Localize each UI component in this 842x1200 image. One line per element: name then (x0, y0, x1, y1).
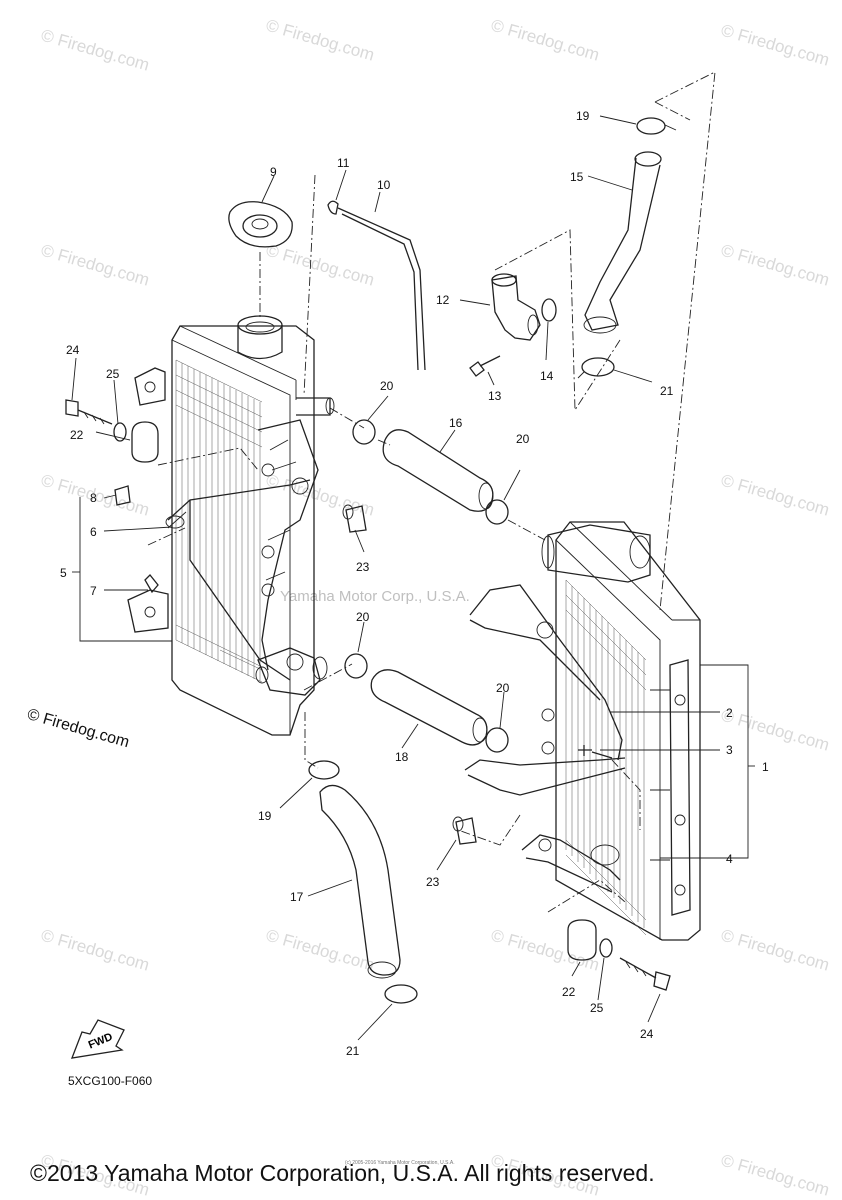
watermark: © Firedog.com (264, 926, 377, 975)
watermark: © Firedog.com (719, 1151, 832, 1200)
callout-15: 15 (570, 170, 584, 184)
callout-21-top: 21 (660, 384, 674, 398)
watermark: © Firedog.com (39, 26, 152, 75)
assembly-lines (147, 71, 716, 913)
callout-labels: 1 2 3 4 5 6 7 8 9 10 11 12 13 14 15 16 1… (60, 109, 769, 1058)
callout-20: 20 (516, 432, 530, 446)
left-radiator (127, 315, 335, 736)
callout-8: 8 (90, 491, 97, 505)
callout-2: 2 (726, 706, 733, 720)
radiator-cap (228, 201, 293, 248)
watermark: © Firedog.com (264, 471, 377, 520)
watermark: © Firedog.com (264, 16, 377, 65)
callout-10: 10 (377, 178, 391, 192)
callout-12: 12 (436, 293, 450, 307)
right-radiator-core (565, 579, 647, 936)
watermark: © Firedog.com (719, 471, 832, 520)
watermark: © Firedog.com (719, 241, 832, 290)
copyright-notice: ©2013 Yamaha Motor Corporation, U.S.A. A… (30, 1160, 655, 1186)
callout-19-bottom: 19 (258, 809, 272, 823)
callout-21-bottom: 21 (346, 1044, 360, 1058)
watermark: © Firedog.com (489, 16, 602, 65)
callout-19-top: 19 (576, 109, 590, 123)
callout-23-bottom: 23 (426, 875, 440, 889)
left-radiator-core (175, 359, 263, 683)
diagram-code: 5XCG100-F060 (68, 1074, 153, 1088)
callout-3: 3 (726, 743, 733, 757)
watermark: © Firedog.com (719, 706, 832, 755)
callout-16: 16 (449, 416, 463, 430)
callout-23-top: 23 (356, 560, 370, 574)
watermark: © Firedog.com (264, 241, 377, 290)
callout-25-right: 25 (590, 1001, 604, 1015)
callout-4: 4 (726, 852, 733, 866)
watermark: © Firedog.com (719, 926, 832, 975)
right-radiator (464, 521, 701, 941)
callout-14: 14 (540, 369, 554, 383)
callout-24-left: 24 (66, 343, 80, 357)
callout-20: 20 (496, 681, 510, 695)
callout-17: 17 (290, 890, 304, 904)
callout-22-left: 22 (70, 428, 84, 442)
callout-20: 20 (356, 610, 370, 624)
watermark: © Firedog.com (39, 241, 152, 290)
center-watermark: Yamaha Motor Corp., U.S.A. (280, 588, 470, 605)
fwd-arrow-icon: FWD (70, 1019, 125, 1059)
callout-11: 11 (337, 156, 350, 170)
callout-24-right: 24 (640, 1027, 654, 1041)
callout-7: 7 (90, 584, 97, 598)
callout-22-right: 22 (562, 985, 576, 999)
watermark: © Firedog.com (719, 21, 832, 70)
watermark: © Firedog.com (489, 926, 602, 975)
fine-print: (c) 2005-2016 Yamaha Motor Corporation, … (345, 1160, 455, 1166)
callout-6: 6 (90, 525, 97, 539)
leader-lines (71, 115, 755, 1041)
callout-5: 5 (60, 566, 67, 580)
loose-parts (65, 117, 677, 1004)
callout-18: 18 (395, 750, 409, 764)
fwd-label: FWD (87, 1031, 115, 1052)
watermark: © Firedog.com (39, 926, 152, 975)
callout-9: 9 (270, 165, 277, 179)
watermark-layer: © Firedog.com © Firedog.com © Firedog.co… (39, 16, 832, 1200)
callout-1: 1 (762, 760, 769, 774)
callout-25-left: 25 (106, 367, 120, 381)
callout-13: 13 (488, 389, 502, 403)
callout-20: 20 (380, 379, 394, 393)
